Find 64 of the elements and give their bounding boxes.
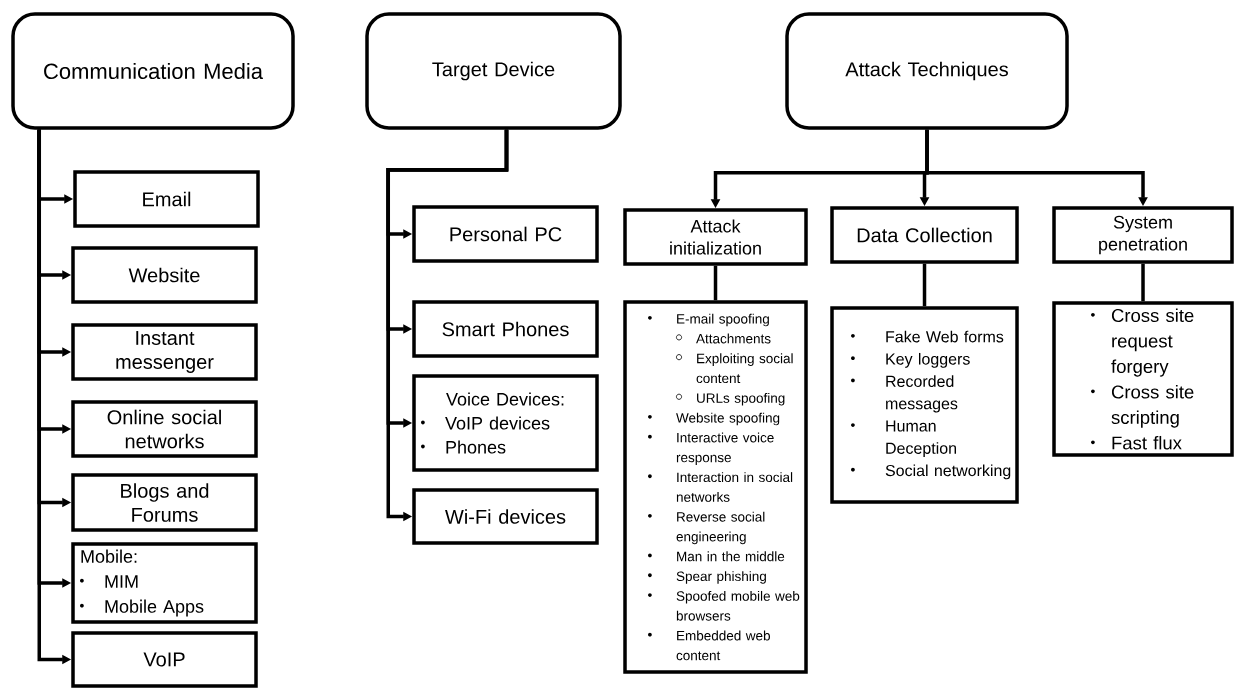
list-box bbox=[623, 300, 808, 674]
list-item: Reverse social engineering bbox=[648, 511, 765, 545]
box-label: Smart Phones bbox=[442, 321, 569, 337]
list-item: Fake Web forms bbox=[851, 330, 1004, 343]
process-box bbox=[71, 323, 258, 381]
box-label: VoIP bbox=[143, 652, 185, 667]
connector-line bbox=[922, 263, 927, 307]
connector-line bbox=[713, 265, 718, 301]
box-label: Blogs and Forums bbox=[121, 483, 209, 522]
box-heading: Mobile: bbox=[81, 549, 137, 563]
process-box bbox=[412, 488, 599, 545]
box-label: Communication Media bbox=[44, 62, 263, 80]
list-item: VoIP devices bbox=[421, 416, 550, 430]
process-box bbox=[412, 300, 599, 358]
list-item: Man in the middle bbox=[648, 551, 785, 562]
process-box bbox=[1052, 206, 1234, 264]
list-box bbox=[830, 306, 1019, 504]
list-item: Cross site request forgery bbox=[1091, 308, 1194, 377]
rounded-box bbox=[365, 12, 622, 130]
box-label: Target Device bbox=[432, 61, 555, 81]
list-item: Phones bbox=[421, 440, 506, 454]
process-box bbox=[71, 246, 258, 304]
list-item: MIM bbox=[80, 575, 138, 588]
box-label: Personal PC bbox=[450, 226, 562, 242]
list-item: Cross site scripting bbox=[1091, 384, 1194, 428]
list-item: URLs spoofing bbox=[676, 392, 785, 406]
process-box bbox=[73, 170, 260, 228]
list-item: Recorded messages bbox=[851, 375, 958, 413]
list-item: Spoofed mobile web browsers bbox=[648, 590, 800, 621]
box-label: Attack initialization bbox=[670, 219, 761, 255]
list-item: E-mail spoofing bbox=[648, 313, 769, 327]
list-box bbox=[1052, 301, 1234, 457]
list-item: Attachments bbox=[676, 333, 771, 344]
box-label: System penetration bbox=[1099, 215, 1187, 255]
connector-line bbox=[1141, 263, 1145, 302]
process-box bbox=[623, 208, 808, 266]
list-item: Interactive voice response bbox=[648, 432, 774, 465]
list-item: Human Deception bbox=[851, 420, 956, 458]
list-item: Interaction in social networks bbox=[648, 472, 793, 502]
list-item: Mobile Apps bbox=[80, 599, 204, 617]
process-box bbox=[830, 206, 1019, 264]
list-item: Website spoofing bbox=[648, 412, 780, 426]
box-label: Online social networks bbox=[107, 409, 221, 449]
box-heading: Voice Devices: bbox=[446, 392, 564, 406]
box-label: Instant messenger bbox=[116, 331, 214, 373]
list-item: Fast flux bbox=[1091, 435, 1182, 450]
list-item: Social networking bbox=[851, 464, 1011, 480]
box-label: Data Collection bbox=[857, 227, 992, 243]
process-box bbox=[71, 473, 258, 532]
process-box bbox=[71, 631, 258, 688]
process-box bbox=[412, 374, 599, 472]
process-box bbox=[71, 400, 258, 458]
list-item: Embedded web content bbox=[648, 630, 770, 661]
rounded-box bbox=[785, 12, 1069, 130]
box-label: Wi-Fi devices bbox=[445, 509, 566, 524]
list-item: Key loggers bbox=[851, 352, 970, 368]
box-label: Website bbox=[128, 267, 200, 283]
box-label: Email bbox=[143, 191, 191, 207]
process-box bbox=[71, 542, 258, 624]
list-item: Exploiting social content bbox=[676, 353, 793, 384]
rounded-box bbox=[11, 12, 295, 130]
process-box bbox=[412, 205, 599, 263]
box-label: Attack Techniques bbox=[845, 61, 1008, 81]
list-item: Spear phishing bbox=[648, 571, 766, 584]
